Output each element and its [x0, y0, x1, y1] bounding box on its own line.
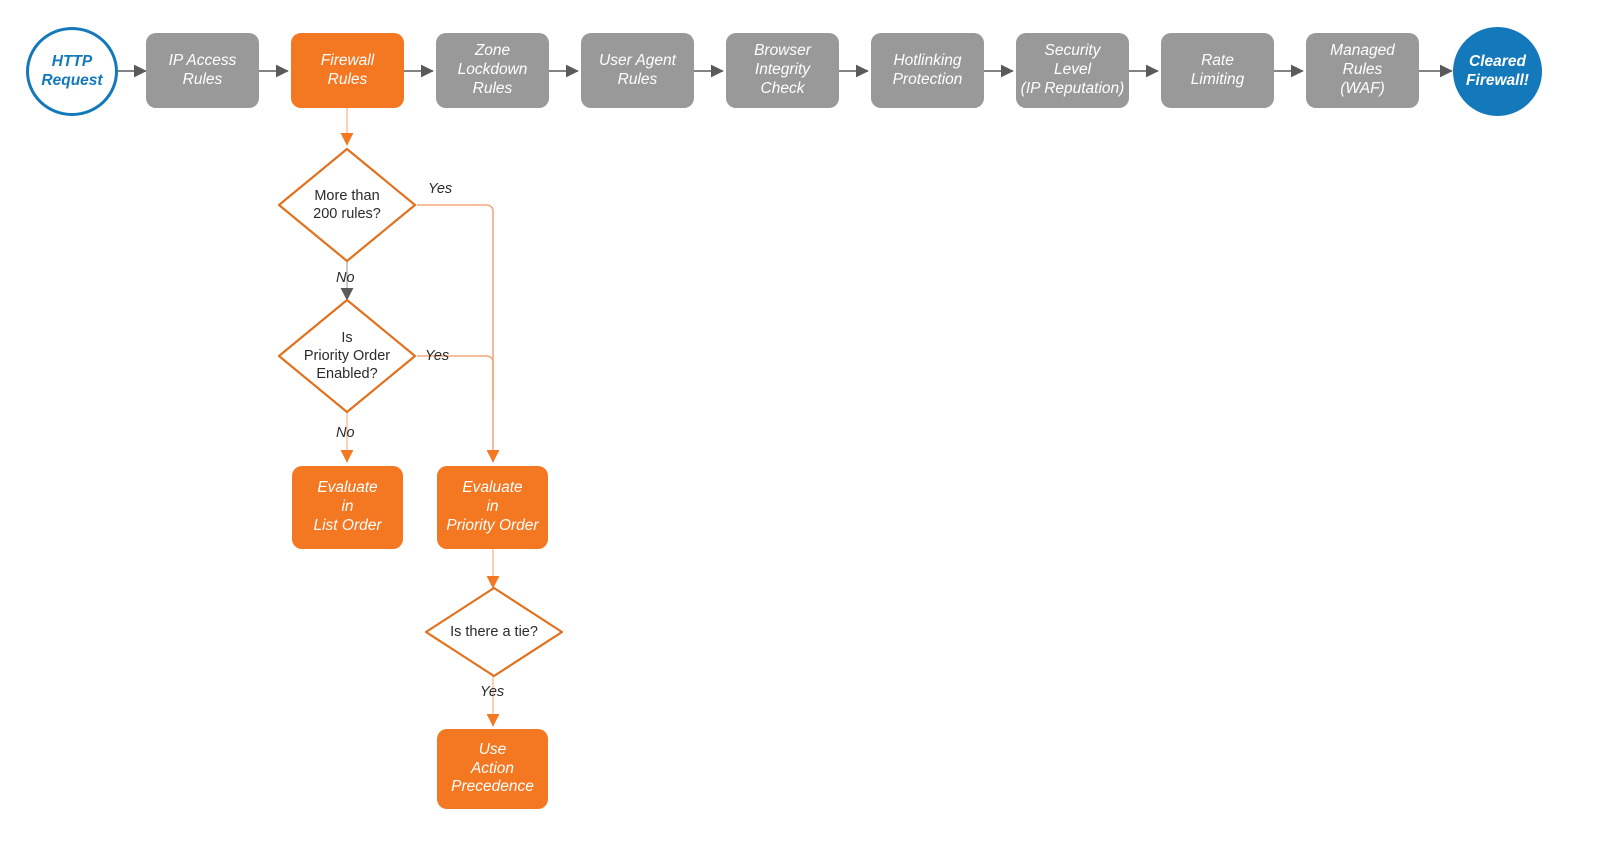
node-evaluate-in-priority-order-label: Evaluate in Priority Order: [446, 479, 539, 534]
node-browser-integrity-check-label: Browser Integrity Check: [754, 42, 811, 97]
node-more-than-200-rules-label: More than 200 rules?: [313, 187, 381, 222]
edge-label-no-200-rules: No: [336, 270, 355, 286]
edge-label-yes-200-rules: Yes: [428, 181, 453, 197]
node-is-priority-order-enabled[interactable]: Is Priority Order Enabled?: [277, 298, 417, 414]
node-security-level[interactable]: Security Level (IP Reputation): [1017, 34, 1128, 107]
node-rate-limiting[interactable]: Rate Limiting: [1162, 34, 1273, 107]
node-firewall-rules-label: Firewall Rules: [320, 51, 375, 88]
node-cleared-firewall[interactable]: Cleared Firewall!: [1453, 27, 1542, 116]
edge-decision1-yes-trunk: [417, 204, 500, 463]
node-user-agent-rules[interactable]: User Agent Rules: [582, 34, 693, 107]
node-http-request-label: HTTP Request: [41, 52, 103, 89]
node-managed-rules-waf[interactable]: Managed Rules (WAF): [1307, 34, 1418, 107]
node-evaluate-in-list-order-label: Evaluate in List Order: [313, 479, 382, 534]
node-managed-rules-waf-label: Managed Rules (WAF): [1330, 42, 1395, 97]
node-user-agent-rules-label: User Agent Rules: [599, 51, 676, 88]
node-evaluate-in-list-order[interactable]: Evaluate in List Order: [293, 467, 402, 548]
node-zone-lockdown-rules[interactable]: Zone Lockdown Rules: [437, 34, 548, 107]
node-more-than-200-rules[interactable]: More than 200 rules?: [277, 147, 417, 263]
node-is-priority-order-enabled-label: Is Priority Order Enabled?: [303, 329, 391, 383]
node-security-level-label: Security Level (IP Reputation): [1020, 42, 1125, 97]
node-hotlinking-protection[interactable]: Hotlinking Protection: [872, 34, 983, 107]
node-use-action-precedence[interactable]: Use Action Precedence: [438, 730, 547, 808]
node-use-action-precedence-label: Use Action Precedence: [451, 740, 534, 796]
edge-label-yes-priority-order: Yes: [425, 348, 450, 364]
node-evaluate-in-priority-order[interactable]: Evaluate in Priority Order: [438, 467, 547, 548]
node-is-there-a-tie-label: Is there a tie?: [450, 623, 538, 640]
node-ip-access-rules[interactable]: IP Access Rules: [147, 34, 258, 107]
node-firewall-rules[interactable]: Firewall Rules: [292, 34, 403, 107]
node-ip-access-rules-label: IP Access Rules: [168, 51, 237, 88]
node-browser-integrity-check[interactable]: Browser Integrity Check: [727, 34, 838, 107]
diamond-shape: [424, 586, 564, 678]
node-rate-limiting-label: Rate Limiting: [1190, 51, 1245, 88]
node-hotlinking-protection-label: Hotlinking Protection: [892, 51, 963, 88]
edge-label-no-priority-order: No: [336, 425, 355, 441]
node-zone-lockdown-rules-label: Zone Lockdown Rules: [457, 42, 528, 97]
edge-label-yes-tie: Yes: [480, 684, 505, 700]
node-http-request[interactable]: HTTP Request: [26, 27, 118, 116]
node-cleared-firewall-label: Cleared Firewall!: [1466, 52, 1529, 89]
node-is-there-a-tie[interactable]: Is there a tie?: [424, 586, 564, 678]
